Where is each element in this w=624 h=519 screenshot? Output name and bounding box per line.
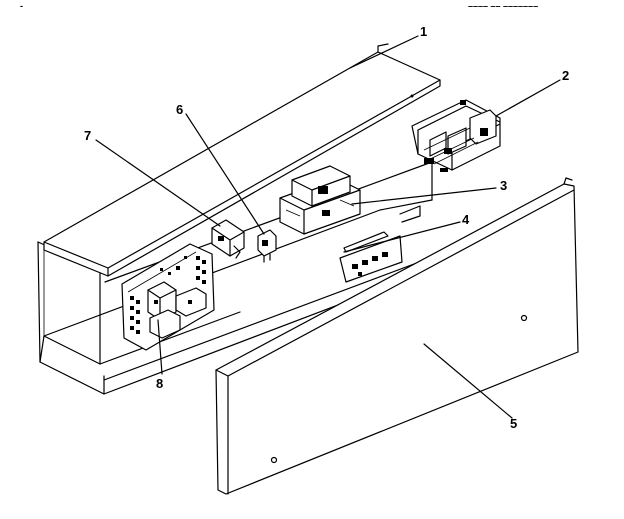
relay [211, 219, 245, 259]
leader-line-5 [423, 343, 513, 419]
leader-line-2 [495, 79, 561, 117]
callout-label-4: 4 [462, 212, 470, 227]
callout-label-7: 7 [84, 128, 91, 143]
callout-label-3: 3 [500, 178, 507, 193]
relay-block [411, 99, 501, 172]
leader-lines [95, 35, 561, 419]
header-left-mark: - [20, 1, 23, 11]
leader-line-8 [157, 319, 163, 375]
panel-bracket [339, 205, 421, 283]
callout-label-5: 5 [510, 416, 517, 431]
callout-label-6: 6 [176, 102, 183, 117]
control-board [121, 243, 215, 351]
leader-line-3 [351, 187, 497, 205]
header-right-mark: –––– –– ––––––– [468, 1, 538, 11]
leader-line-6 [185, 113, 265, 235]
callout-label-8: 8 [156, 376, 163, 391]
leader-line-1 [349, 35, 419, 69]
front-panel [215, 177, 579, 495]
small-switch [257, 229, 277, 263]
leader-line-7 [95, 139, 221, 227]
callout-label-2: 2 [562, 68, 569, 83]
leader-line-4 [343, 221, 461, 253]
transformer [279, 165, 361, 235]
callout-label-1: 1 [420, 24, 427, 39]
top-cover [43, 43, 441, 277]
